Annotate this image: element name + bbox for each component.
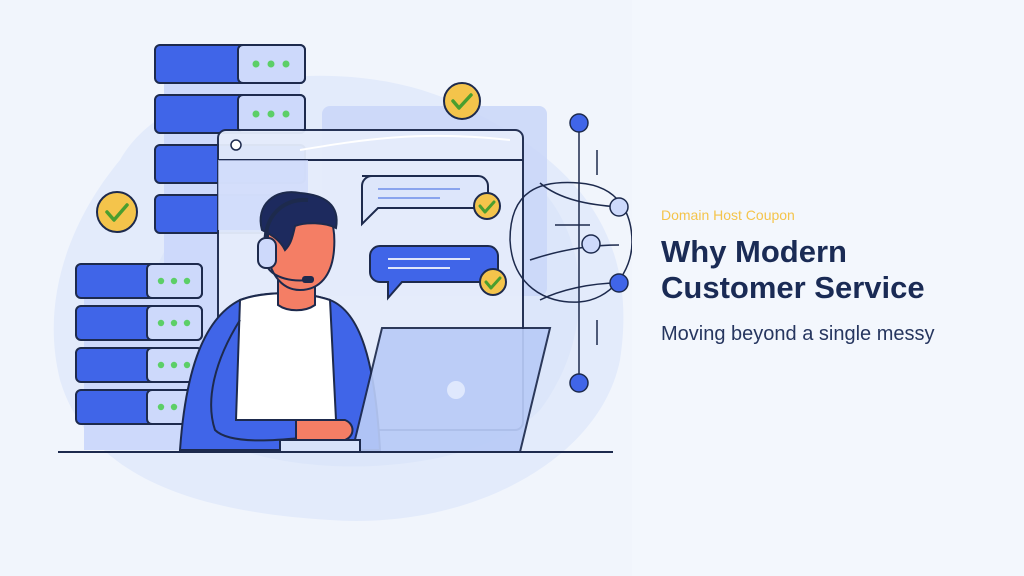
hero-kicker: Domain Host Coupon: [661, 207, 795, 223]
hero-subtitle: Moving beyond a single messy: [661, 323, 935, 345]
hero-title: Why Modern Customer Service: [661, 234, 925, 305]
server-unit: [154, 94, 306, 134]
headset-icon: [257, 197, 314, 283]
customer-service-illustration: [53, 44, 632, 521]
server-unit: [75, 347, 203, 383]
check-icon: [443, 82, 481, 120]
server-unit: [154, 44, 306, 84]
network-node-icon: [569, 113, 629, 393]
server-unit: [75, 305, 203, 341]
check-icon: [479, 268, 507, 296]
agent-hand: [295, 419, 354, 441]
chat-bubble-icon: [369, 245, 499, 301]
hero-text: Domain Host Coupon Why Modern Customer S…: [661, 206, 991, 349]
check-icon: [473, 192, 501, 220]
check-icon: [96, 191, 138, 233]
server-unit: [75, 263, 203, 299]
server-rack-icon: [75, 263, 203, 450]
support-agent: [178, 191, 382, 451]
right-panel: [632, 0, 1024, 576]
